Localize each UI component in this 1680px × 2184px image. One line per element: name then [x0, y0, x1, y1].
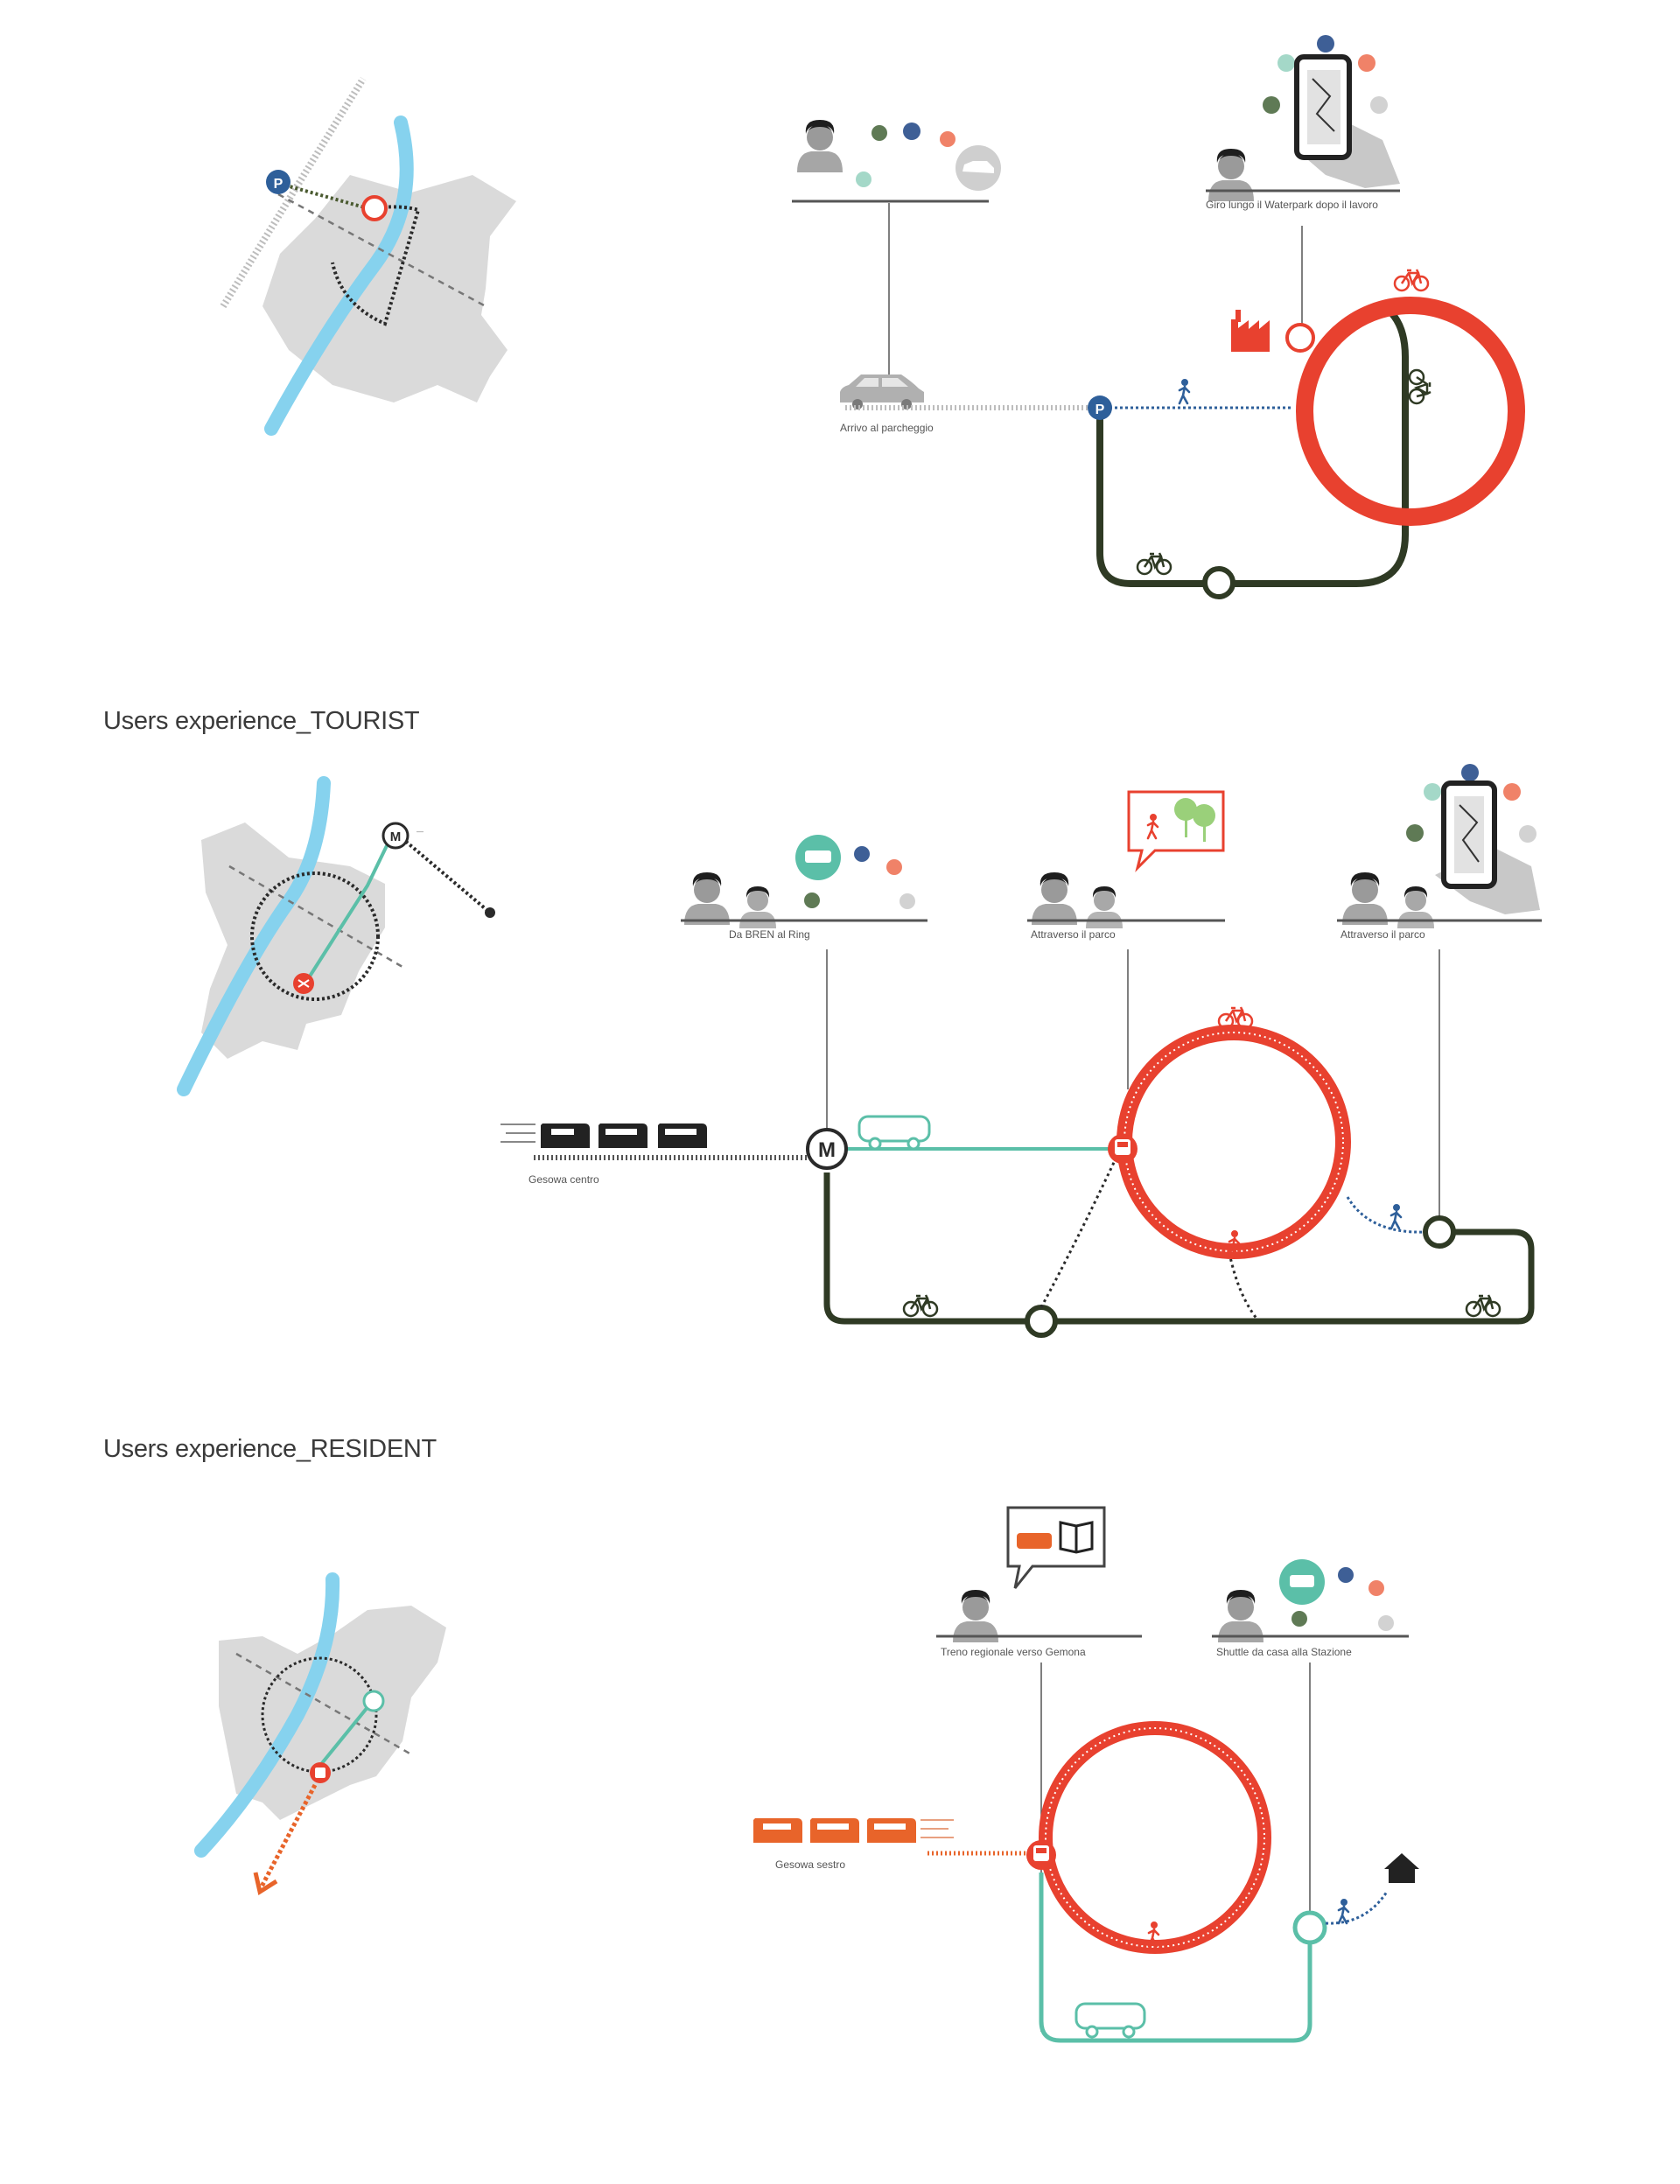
factory-icon: [1231, 310, 1270, 352]
car-icon: [840, 374, 924, 410]
book-icon: [1006, 1506, 1106, 1589]
caption-train-tourist: Gesowa centro: [528, 1173, 599, 1186]
bicycle-icon: [1465, 1293, 1502, 1318]
person-icon: [1032, 872, 1077, 925]
tourist-route-diagram: Da BREN al Ring Attraverso il parco: [500, 764, 1542, 1338]
commuter-route-diagram: Arrivo al parcheggio Giro lungo il Water…: [792, 35, 1525, 599]
bicycle-icon: [1136, 551, 1172, 576]
caption-metro: Da BREN al Ring: [729, 928, 810, 941]
person-icon: [1218, 1590, 1264, 1642]
caption-train-info: Treno regionale verso Gemona: [941, 1646, 1086, 1658]
svg-text:—: —: [416, 828, 424, 836]
heading-tourist: Users experience_TOURIST: [103, 707, 420, 735]
bicycle-icon: [1393, 268, 1430, 292]
shuttle-icon: [858, 1115, 931, 1151]
walker-icon: [1337, 1898, 1350, 1925]
bicycle-icon: [902, 1293, 939, 1318]
metro-symbol: M: [818, 1138, 836, 1162]
caption-car: Arrivo al parcheggio: [840, 422, 934, 434]
person-icon: [1086, 886, 1123, 928]
metro-symbol-map: M: [390, 830, 402, 844]
person-icon: [1397, 886, 1434, 928]
walker-icon: [1178, 378, 1191, 405]
caption-shuttle: Shuttle da casa alla Stazione: [1216, 1646, 1352, 1658]
caption-park: Attraverso il parco: [1031, 928, 1116, 941]
resident-route-diagram: Treno regionale verso Gemona Shuttle da …: [753, 1506, 1419, 2043]
phone-icon: [1435, 780, 1540, 914]
caption-phone-tourist: Attraverso il parco: [1340, 928, 1425, 941]
train-icon: [541, 1124, 707, 1148]
person-icon: [1208, 149, 1254, 201]
parking-symbol-map: P: [274, 177, 284, 192]
heading-resident: Users experience_RESIDENT: [103, 1435, 437, 1463]
bicycle-icon: [1408, 368, 1432, 405]
person-icon: [684, 872, 730, 925]
caption-train-resident: Gesowa sestro: [775, 1858, 845, 1871]
person-icon: [739, 886, 776, 928]
trees-icon: [1127, 790, 1225, 872]
person-icon: [953, 1590, 998, 1642]
walker-icon: [1390, 1203, 1403, 1230]
person-icon: [1342, 872, 1388, 925]
phone-icon: [1294, 54, 1400, 188]
caption-phone-commuter: Giro lungo il Waterpark dopo il lavoro: [1206, 199, 1378, 211]
train-icon: [753, 1818, 916, 1843]
commuter-map: P: [220, 76, 516, 436]
tourist-map: M —: [177, 776, 495, 1096]
shuttle-icon: [1074, 2002, 1146, 2039]
parking-symbol: P: [1096, 402, 1105, 417]
resident-map: [194, 1572, 446, 1896]
person-icon: [797, 120, 843, 172]
house-icon: [1384, 1853, 1419, 1883]
